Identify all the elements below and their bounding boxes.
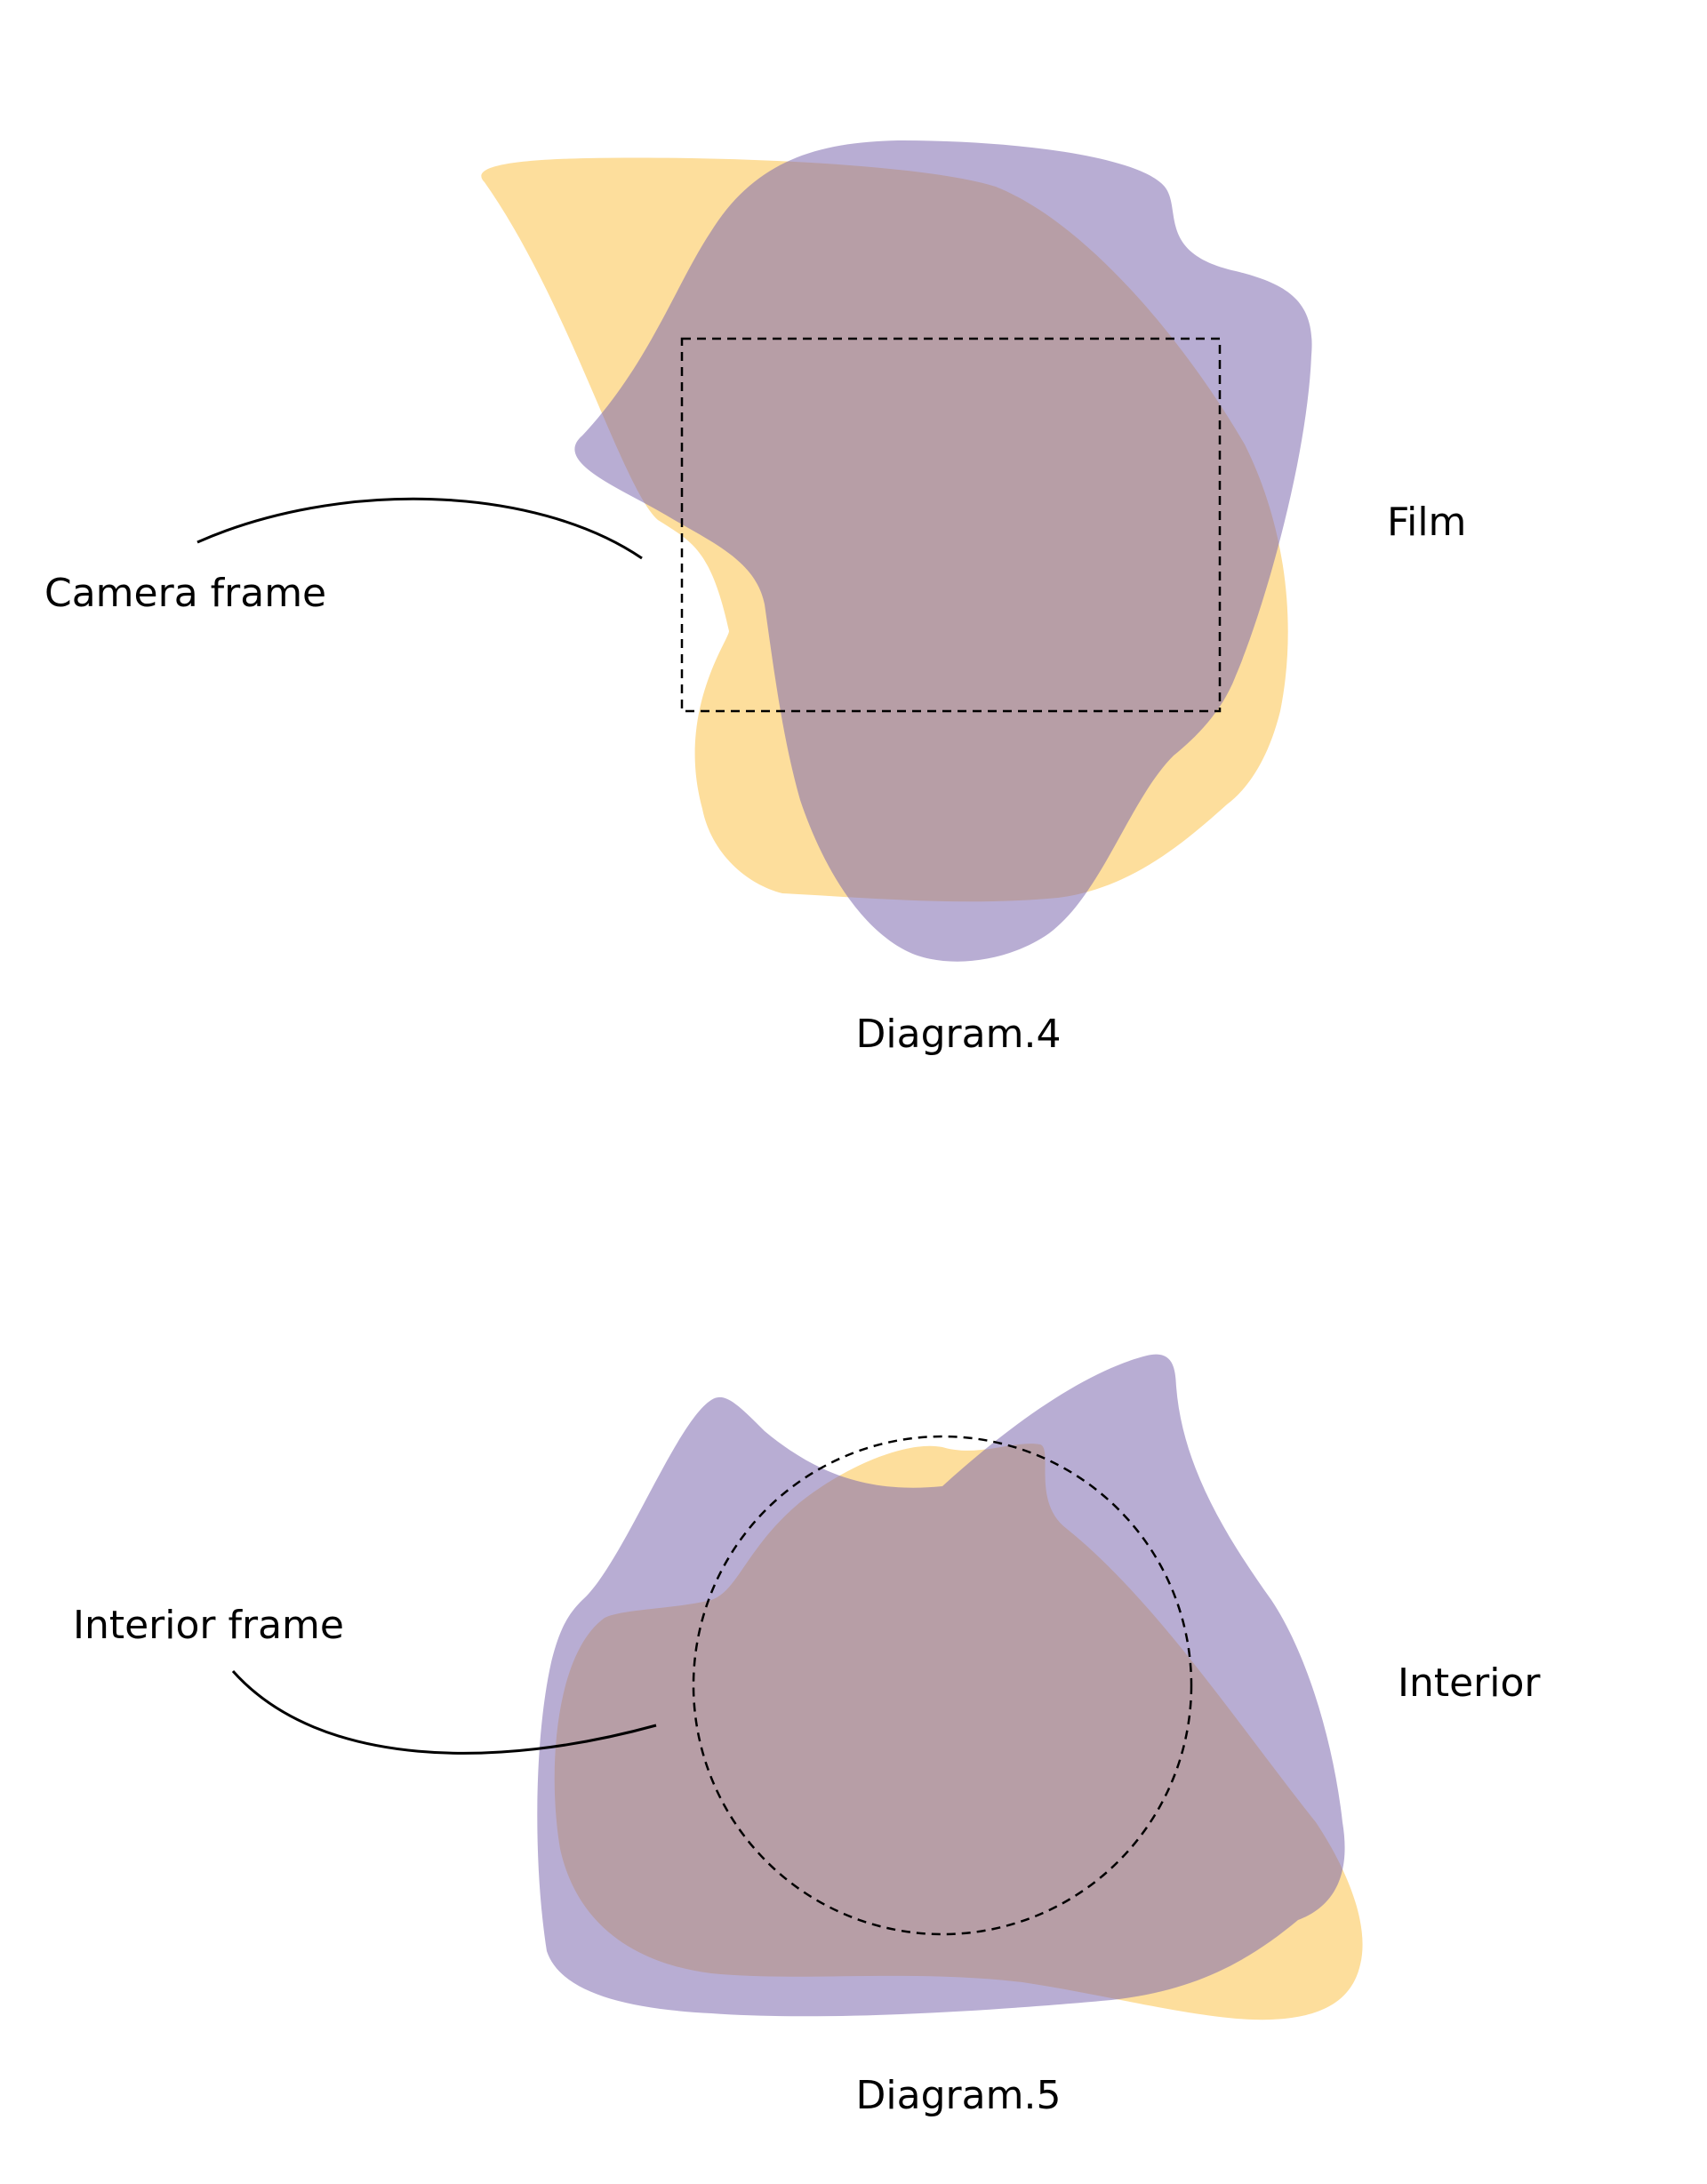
diagram-4-purple-blob (574, 140, 1312, 962)
diagram-4: Camera frame Film Diagram.4 (44, 140, 1466, 1057)
camera-frame-leader-line (196, 497, 643, 560)
diagram-4-caption: Diagram.4 (856, 1012, 1062, 1057)
film-label: Film (1387, 500, 1466, 545)
interior-frame-circle (692, 1435, 1193, 1936)
interior-frame-label: Interior frame (73, 1603, 344, 1648)
interior-label: Interior (1398, 1660, 1541, 1706)
diagram-5-caption: Diagram.5 (856, 2073, 1062, 2118)
diagram-5: Interior frame Interior Diagram.5 (73, 1354, 1541, 2118)
camera-frame-label: Camera frame (44, 571, 326, 616)
diagram-5-purple-blob (537, 1354, 1345, 2017)
camera-frame-rect (680, 337, 1222, 713)
interior-frame-leader-line (231, 1670, 657, 1755)
